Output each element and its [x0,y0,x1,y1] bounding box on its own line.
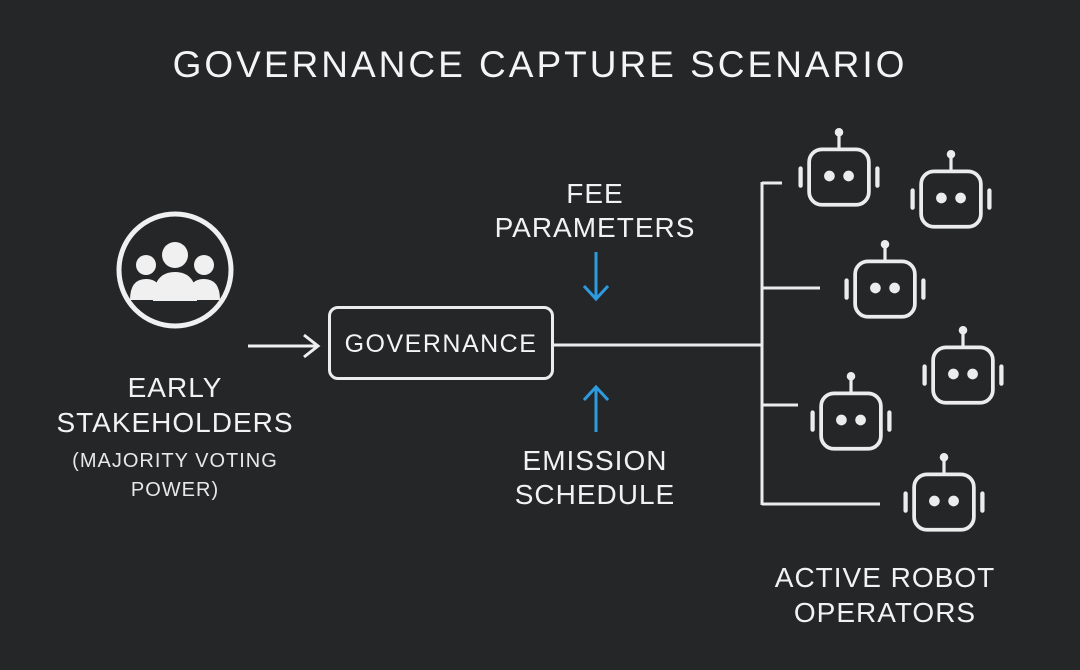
robot-icon [842,240,928,319]
arrow-up-icon [582,384,610,432]
stakeholders-note: POWER) [130,479,220,501]
fee-parameters-label: FEE [566,178,624,209]
stakeholders-label: EARLY [127,372,223,403]
emission-schedule-label: EMISSION [522,445,668,476]
robot-icon [908,150,994,229]
diagram-title: GOVERNANCE CAPTURE SCENARIO [172,44,908,85]
operators-label: ACTIVE ROBOT [774,562,996,593]
arrow-right-icon [248,333,321,359]
robot-icon [920,326,1006,405]
arrow-down-icon [582,252,610,302]
governance-label: GOVERNANCE [344,330,538,358]
stakeholders-label: STAKEHOLDERS [56,407,294,438]
stakeholders-note: (MAJORITY VOTING [72,450,278,472]
operators-label: OPERATORS [793,597,977,628]
robot-icon [796,128,882,207]
distribution-connector [554,181,880,506]
robot-icon [808,372,894,451]
fee-parameters-label: PARAMETERS [494,212,696,243]
emission-schedule-label: SCHEDULE [514,479,676,510]
governance-node: GOVERNANCE [328,306,554,380]
robot-icon [901,453,987,532]
users-group-icon [116,211,234,329]
